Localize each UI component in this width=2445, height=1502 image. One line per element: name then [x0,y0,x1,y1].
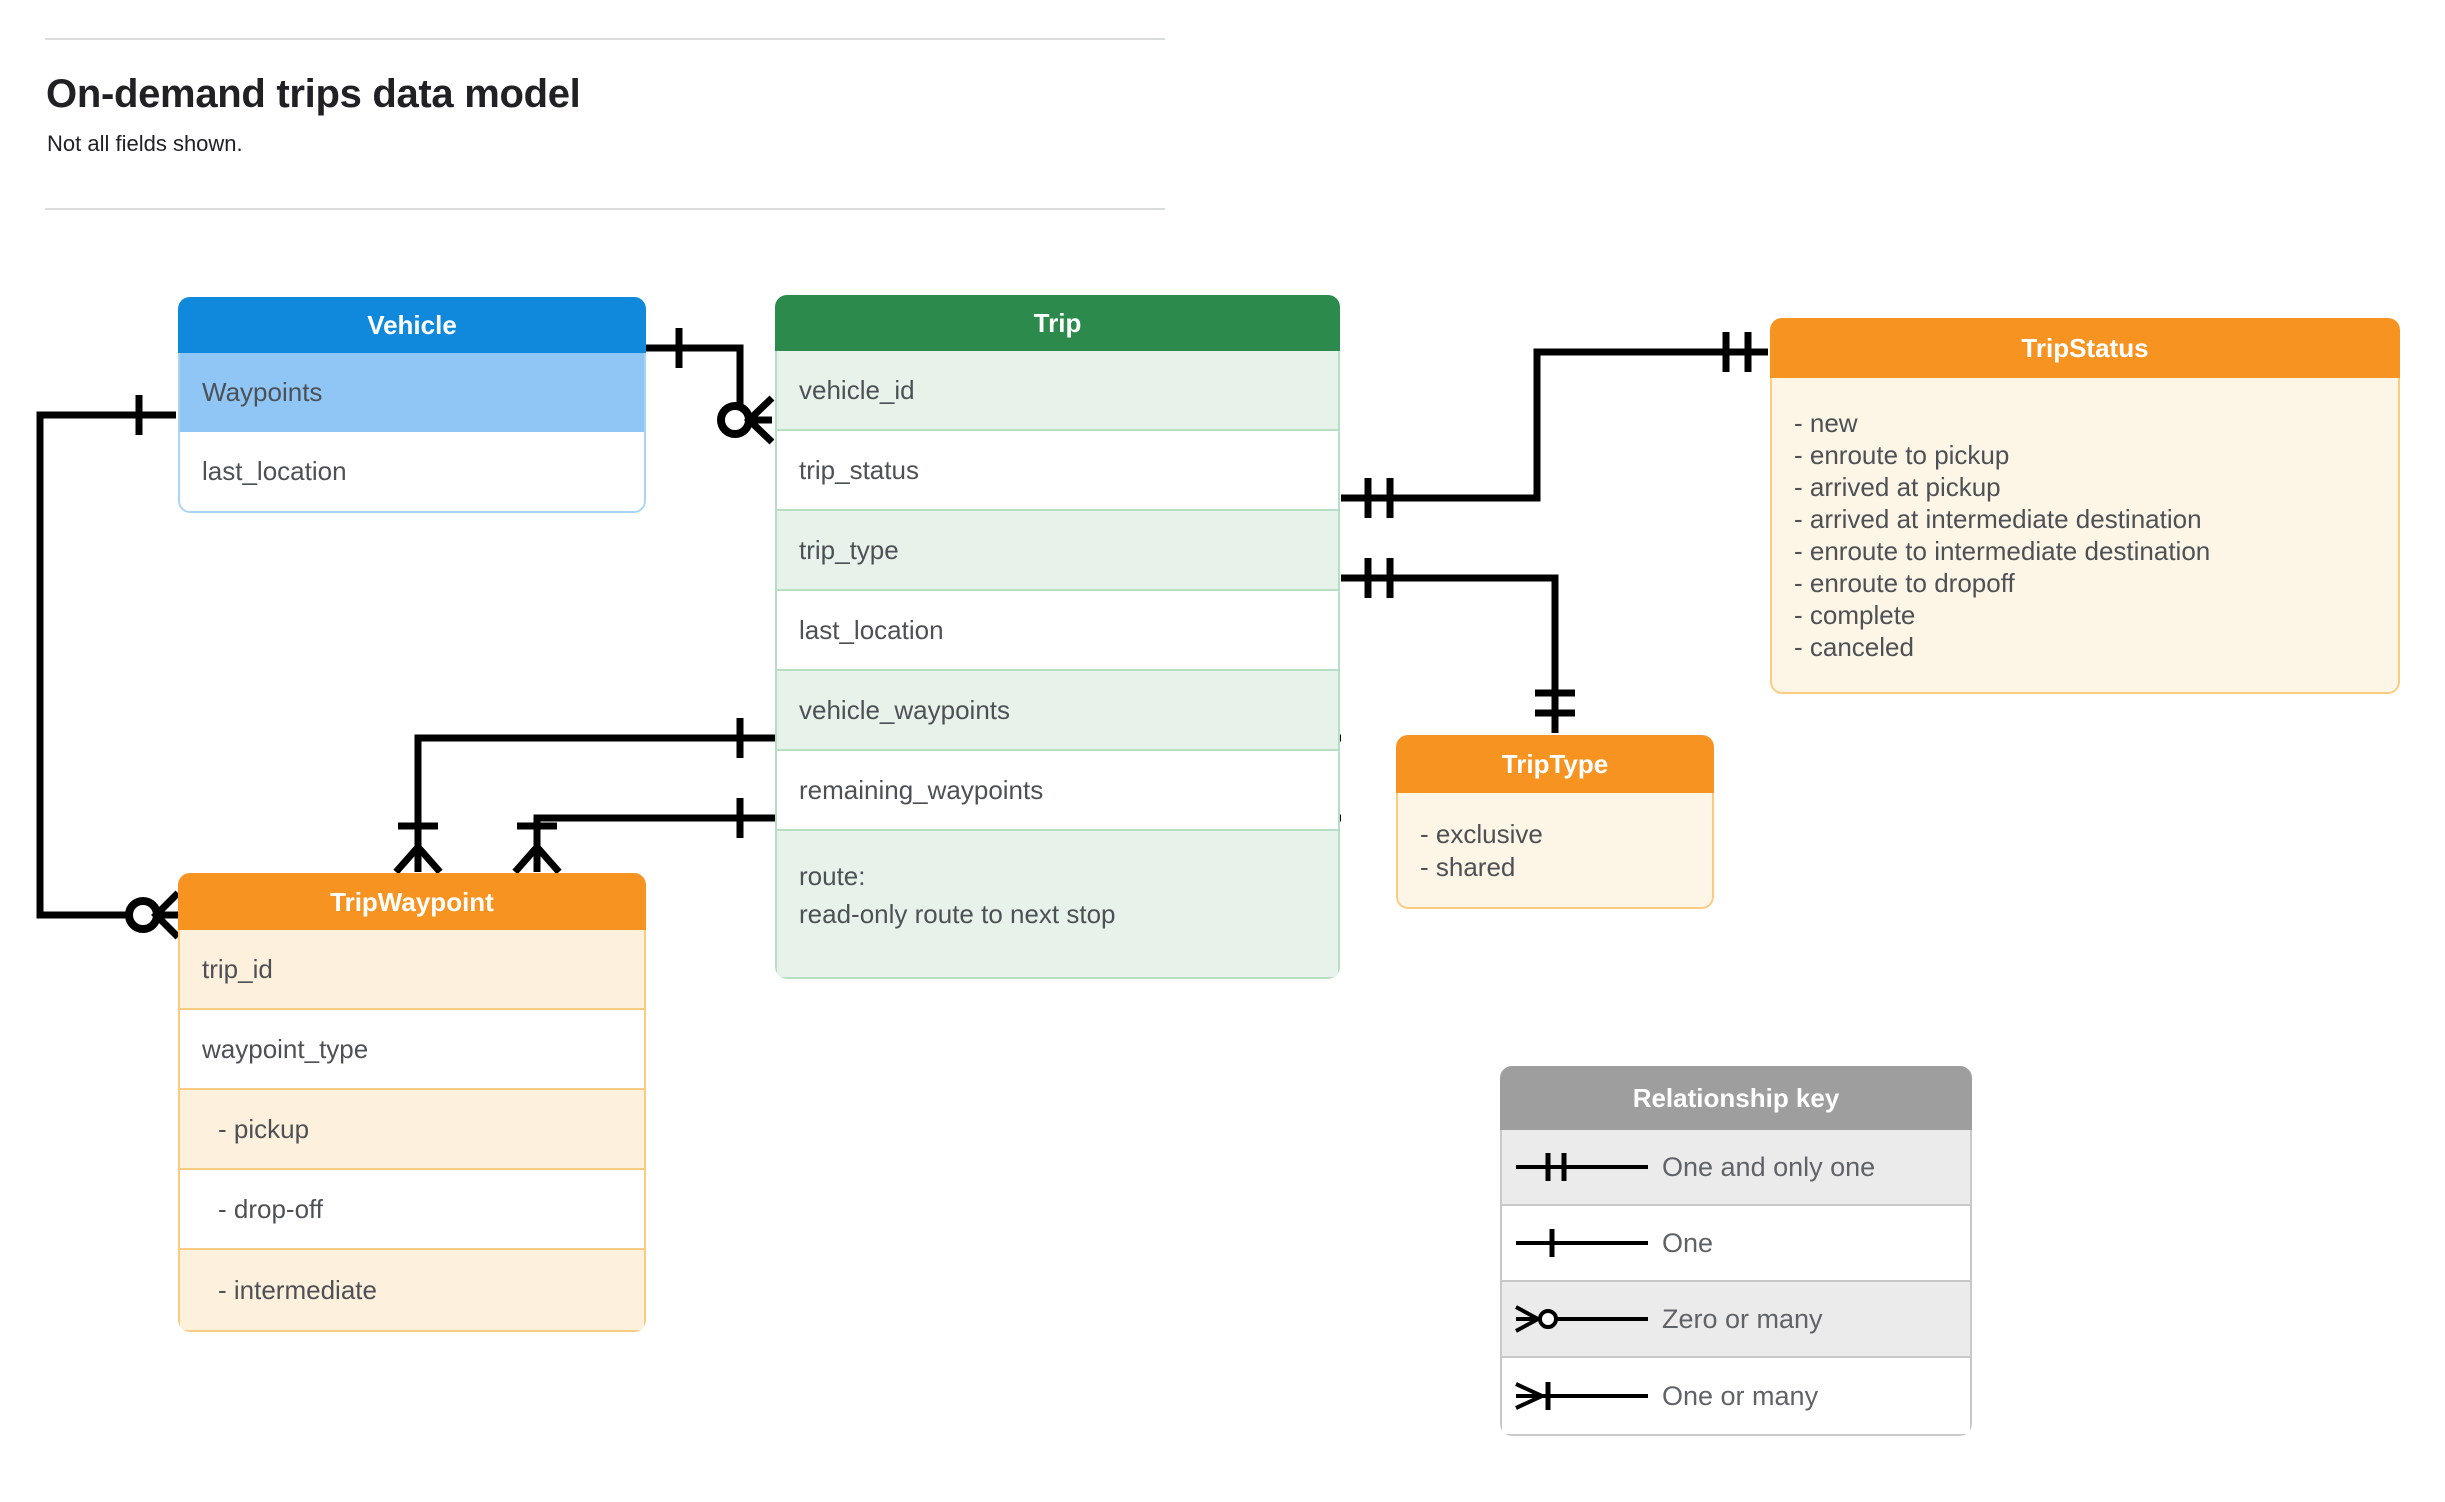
triptype-value: - shared [1420,851,1516,882]
legend-item-one: One [1502,1206,1970,1282]
legend-label: One or many [1662,1380,1819,1411]
tripstatus-value: - enroute to dropoff [1794,567,2015,598]
relationship-key-items: One and only one One [1500,1130,1972,1436]
tripstatus-value: - new [1794,408,1858,438]
field-last-location[interactable]: last_location [202,456,347,486]
field-vehicle-id[interactable]: vehicle_id [777,351,1338,431]
entity-triptype-values: - exclusive - shared [1396,793,1714,909]
legend-label: One and only one [1662,1151,1876,1182]
entity-tripstatus-values: - new - enroute to pickup - arrived at p… [1770,378,2400,694]
waypoint-type-value-dropoff: - drop-off [180,1170,644,1250]
one-or-many-icon [1502,1376,1662,1416]
field-trip-id[interactable]: trip_id [180,930,644,1010]
entity-vehicle-fields: Waypoints last_location [178,353,646,513]
one-icon [1502,1223,1662,1263]
entity-trip-title: Trip [775,295,1340,351]
entity-tripwaypoint-fields: trip_id waypoint_type - pickup - drop-of… [178,930,646,1332]
legend-label: Zero or many [1662,1303,1823,1334]
entity-vehicle-title: Vehicle [178,297,646,353]
zero-or-many-icon [1502,1299,1662,1339]
field-waypoints[interactable]: Waypoints [180,353,644,432]
tripstatus-value: - complete [1794,599,1916,630]
wire-trip-to-triptype [1341,574,1559,733]
field-route-line1: route: [799,861,866,891]
tripstatus-value: - enroute to pickup [1794,439,2010,470]
wire-trip-to-tripstatus [1341,348,1768,502]
entity-trip-fields: vehicle_id trip_status trip_type last_lo… [775,351,1340,979]
wire-vehiclewaypoints-left-to-tripwaypoint [36,411,176,919]
field-trip-status[interactable]: trip_status [777,431,1338,511]
legend-item-one-or-many: One or many [1502,1358,1970,1434]
field-vehicle-waypoints[interactable]: vehicle_waypoints [777,671,1338,751]
entity-tripwaypoint[interactable]: TripWaypoint trip_id waypoint_type - pic… [178,873,646,1332]
legend-label: One [1662,1227,1714,1258]
entity-tripstatus[interactable]: TripStatus - new - enroute to pickup - a… [1770,318,2400,694]
header-divider-bottom [45,208,1165,210]
field-route[interactable]: route: read-only route to next stop [777,831,1338,977]
triptype-value: - exclusive [1420,819,1543,849]
entity-triptype[interactable]: TripType - exclusive - shared [1396,735,1714,909]
legend-item-one-and-only-one: One and only one [1502,1130,1970,1206]
wire-vehicle-to-trip [646,344,772,424]
waypoint-type-value-intermediate: - intermediate [180,1250,644,1330]
page-subtitle: Not all fields shown. [47,131,243,156]
entity-tripwaypoint-title: TripWaypoint [178,873,646,930]
field-trip-last-location[interactable]: last_location [777,591,1338,671]
entity-triptype-title: TripType [1396,735,1714,793]
entity-vehicle[interactable]: Vehicle Waypoints last_location [178,297,646,513]
waypoint-type-value-pickup: - pickup [180,1090,644,1170]
legend-item-zero-or-many: Zero or many [1502,1282,1970,1358]
relationship-key-title: Relationship key [1500,1066,1972,1130]
tripstatus-value: - enroute to intermediate destination [1794,535,2211,566]
relationship-key: Relationship key One and only one [1500,1066,1972,1436]
tripstatus-value: - arrived at intermediate destination [1794,503,2202,534]
header-divider-top [45,38,1165,40]
field-remaining-waypoints[interactable]: remaining_waypoints [777,751,1338,831]
tripstatus-value: - canceled [1794,631,1914,662]
field-trip-type[interactable]: trip_type [777,511,1338,591]
entity-trip[interactable]: Trip vehicle_id trip_status trip_type la… [775,295,1340,979]
tripstatus-value: - arrived at pickup [1794,471,2001,502]
page-title: On-demand trips data model [46,72,581,116]
one-and-only-one-icon [1502,1147,1662,1187]
field-waypoint-type[interactable]: waypoint_type [180,1010,644,1090]
entity-tripstatus-title: TripStatus [1770,318,2400,378]
field-route-line2: read-only route to next stop [799,898,1116,929]
